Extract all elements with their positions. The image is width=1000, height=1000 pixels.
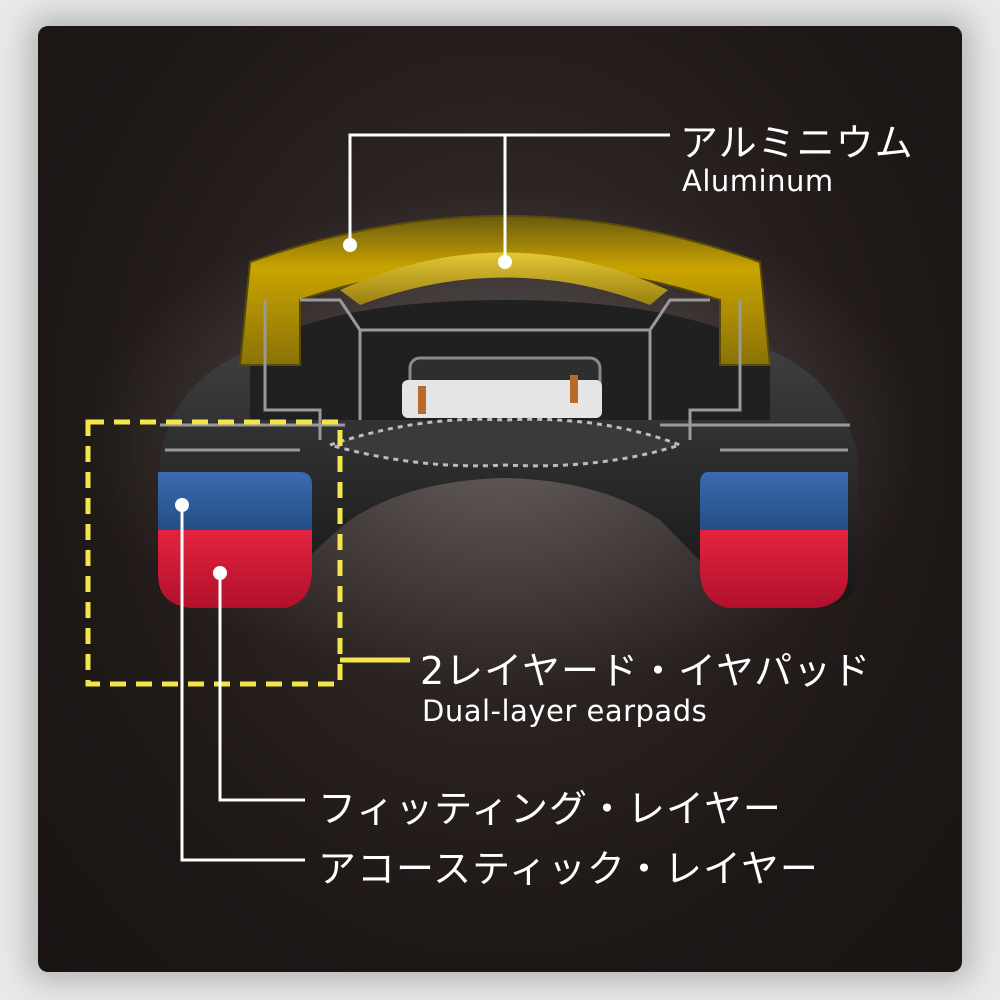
right-fitting-layer — [700, 530, 848, 608]
diaphragm — [324, 417, 685, 468]
earpad-highlight-box — [85, 419, 343, 687]
aluminum-dot-outer — [343, 238, 357, 252]
internal-frame — [160, 298, 850, 452]
fitting-layer-label: フィッティング・レイヤー — [318, 787, 782, 831]
aluminum-callout-lines — [348, 133, 670, 260]
driver-plate — [402, 380, 602, 418]
aluminum-label-jp: アルミニウム — [680, 121, 914, 165]
fitting-layer-dot — [213, 566, 227, 580]
terminal-right — [570, 375, 578, 403]
right-acoustic-layer — [700, 472, 848, 530]
acoustic-layer-dot — [175, 498, 189, 512]
aluminum-label-en: Aluminum — [682, 164, 834, 198]
earpads-label-jp: 2レイヤード・イヤパッド — [420, 649, 872, 693]
acoustic-layer-label: アコースティック・レイヤー — [318, 847, 819, 891]
left-acoustic-layer — [158, 472, 312, 530]
earpads-label-en: Dual-layer earpads — [422, 694, 708, 728]
layer-callout-lines — [180, 505, 305, 862]
aluminum-dot-inner — [498, 255, 512, 269]
left-fitting-layer — [158, 530, 312, 608]
terminal-left — [418, 386, 426, 414]
aluminum-inner-plate — [340, 252, 668, 305]
